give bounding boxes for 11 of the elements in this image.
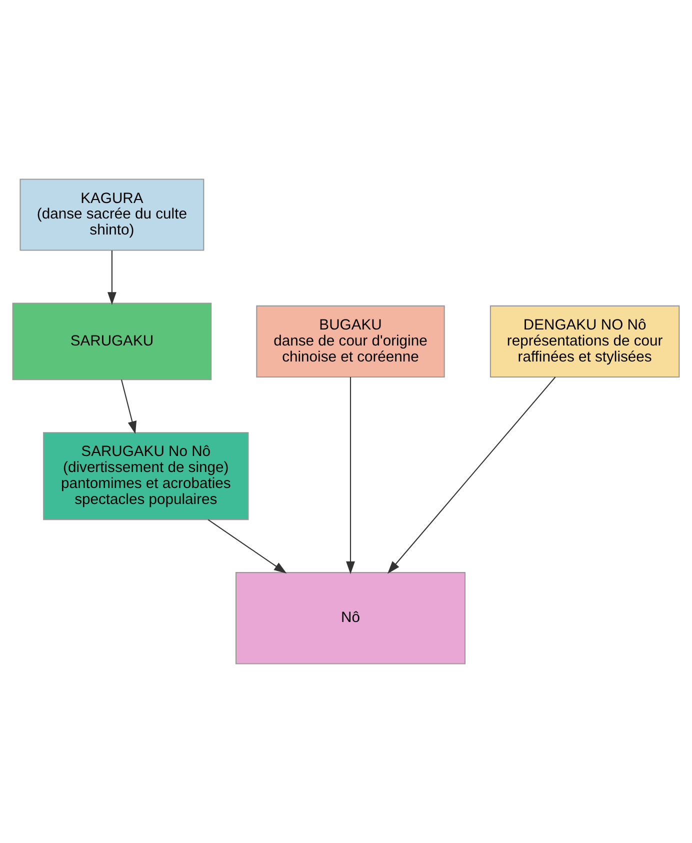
node-box: KAGURA (danse sacrée du culte shinto) xyxy=(20,178,204,251)
arrow xyxy=(346,377,355,574)
arrow xyxy=(108,250,116,305)
arrow xyxy=(388,376,556,574)
arrow xyxy=(208,519,287,574)
arrow xyxy=(120,380,137,434)
node-box: DENGAKU NO Nô représentations de cour raffinées et stylisées xyxy=(490,305,680,378)
node-box: Nô xyxy=(235,572,466,664)
node-box: SARUGAKU xyxy=(12,302,212,380)
node-box: BUGAKU danse de cour d'origine chinoise et coréenne xyxy=(256,305,445,378)
node-box: SARUGAKU No Nô (divertissement de singe) pantomimes et acrobaties spectacles populaires xyxy=(43,432,249,520)
